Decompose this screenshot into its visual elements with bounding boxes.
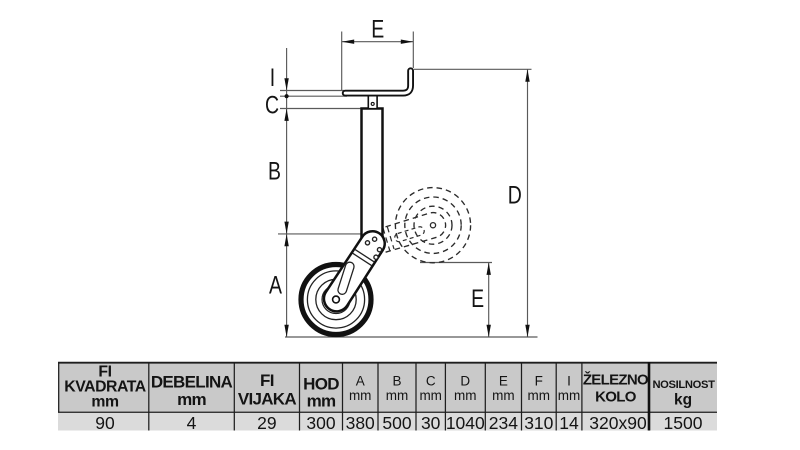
svg-text:FI: FI [98, 364, 111, 381]
svg-text:380: 380 [346, 413, 375, 433]
svg-text:HOD: HOD [303, 375, 339, 394]
svg-text:29: 29 [257, 413, 276, 433]
svg-text:D: D [460, 374, 470, 389]
svg-text:mm: mm [91, 394, 119, 411]
svg-text:ŽELEZNO: ŽELEZNO [583, 370, 649, 388]
svg-text:14: 14 [559, 413, 579, 433]
svg-text:B: B [268, 157, 281, 185]
svg-text:310: 310 [524, 413, 553, 433]
svg-text:E: E [371, 15, 384, 43]
svg-text:mm: mm [177, 390, 206, 409]
svg-text:KVADRATA: KVADRATA [64, 379, 146, 396]
svg-text:90: 90 [95, 413, 115, 433]
svg-text:A: A [269, 271, 282, 299]
svg-text:500: 500 [382, 413, 411, 433]
svg-text:1040: 1040 [446, 413, 485, 433]
svg-text:mm: mm [528, 388, 551, 403]
svg-text:mm: mm [419, 388, 442, 403]
svg-text:NOSILNOST: NOSILNOST [652, 379, 715, 391]
svg-text:234: 234 [489, 413, 518, 433]
svg-text:4: 4 [187, 413, 197, 433]
svg-text:kg: kg [674, 392, 692, 409]
svg-text:A: A [356, 374, 365, 389]
svg-text:mm: mm [307, 392, 336, 411]
svg-text:I: I [270, 64, 275, 92]
svg-text:mm: mm [558, 388, 581, 403]
svg-text:300: 300 [306, 413, 335, 433]
svg-text:C: C [265, 91, 279, 119]
svg-text:mm: mm [492, 388, 515, 403]
svg-text:D: D [508, 181, 522, 209]
svg-text:KOLO: KOLO [595, 389, 637, 406]
svg-text:mm: mm [349, 388, 372, 403]
svg-text:1500: 1500 [664, 413, 703, 433]
svg-text:B: B [392, 374, 401, 389]
svg-text:C: C [426, 374, 436, 389]
svg-text:mm: mm [454, 388, 477, 403]
svg-text:DEBELINA: DEBELINA [151, 373, 233, 392]
svg-text:VIJAKA: VIJAKA [238, 390, 297, 409]
svg-text:30: 30 [421, 413, 441, 433]
svg-text:F: F [535, 374, 543, 389]
svg-text:mm: mm [386, 388, 409, 403]
svg-text:I: I [567, 374, 571, 389]
svg-text:E: E [499, 374, 508, 389]
svg-text:FI: FI [260, 371, 274, 390]
svg-text:320x90: 320x90 [589, 413, 647, 433]
svg-text:E: E [471, 285, 484, 313]
